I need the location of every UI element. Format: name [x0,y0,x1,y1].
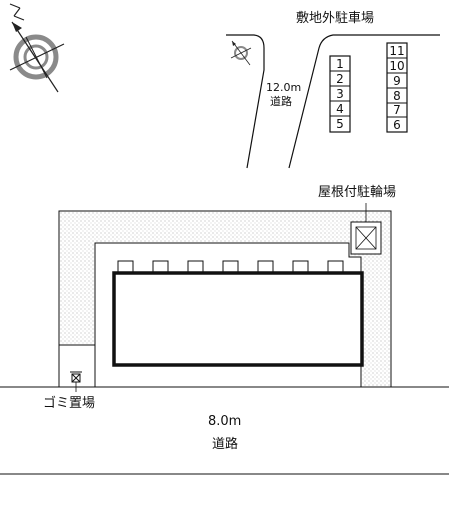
compass-small-icon [230,40,252,66]
road-12m-width-label: 12.0m [266,81,302,94]
parking-stall-11: 11 [389,44,405,58]
parking-stall-6: 6 [393,118,401,132]
garbage-area-label: ゴミ置場 [43,396,96,411]
parking-stall-1: 1 [336,57,344,71]
garbage-area [58,344,96,388]
unit-markers [117,260,344,274]
parking-right-dividers [387,57,407,118]
parking-stall-7: 7 [393,103,401,117]
road-12m-left-edge [226,34,265,169]
compass-large-icon [9,3,65,93]
parking-stall-8: 8 [393,89,401,103]
main-building [112,271,364,367]
parking-block-left [329,55,351,133]
parking-stall-3: 3 [336,87,344,101]
parking-stall-5: 5 [336,117,344,131]
parking-left-dividers [330,70,350,117]
parking-stall-4: 4 [336,102,344,116]
road-12m-right-edge [288,34,440,169]
road-12m-name-label: 道路 [270,95,292,108]
bicycle-parking-label: 屋根付駐輪場 [318,185,397,200]
road-8m-name-label: 道路 [212,437,239,452]
parking-stall-10: 10 [389,59,405,73]
offsite-parking-label: 敷地外駐車場 [296,11,375,26]
garbage-icon [70,371,82,383]
parking-stall-9: 9 [393,74,401,88]
road-8m-width-label: 8.0m [208,414,242,429]
parking-stall-2: 2 [336,72,344,86]
